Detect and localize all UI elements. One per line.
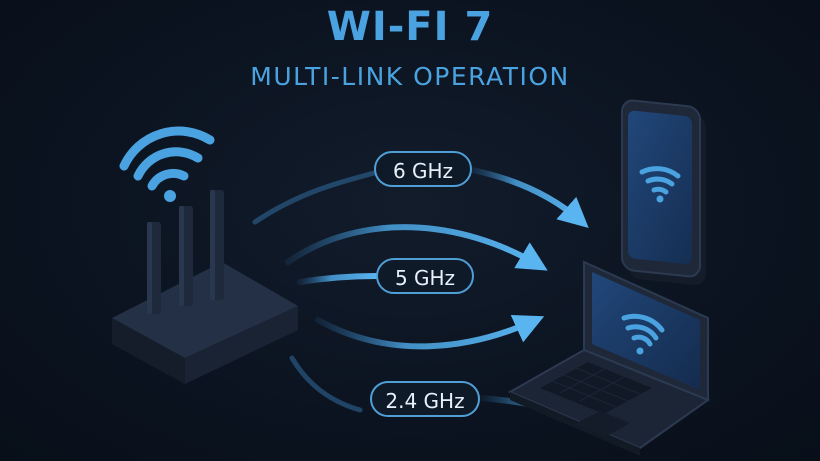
- wifi-icon: [119, 126, 215, 202]
- band-label-6ghz: 6 GHz: [374, 151, 472, 187]
- smartphone: [621, 99, 706, 286]
- page-title: WI-FI 7: [326, 4, 494, 50]
- arrow-upper-mid: [285, 224, 548, 271]
- router-side: [112, 306, 298, 384]
- wifi-icon: [639, 166, 681, 203]
- router: [112, 190, 298, 384]
- laptop: [507, 260, 711, 456]
- band-label-5ghz: 5 GHz: [376, 258, 474, 294]
- keyboard-grid: [551, 366, 641, 408]
- arrow-lower-mid: [315, 315, 545, 350]
- page-subtitle: MULTI-LINK OPERATION: [250, 62, 570, 91]
- arrow-6ghz: [469, 167, 589, 228]
- router-front: [185, 306, 298, 384]
- trackpad: [575, 411, 630, 437]
- router-top: [112, 262, 298, 358]
- band-label-2-4ghz: 2.4 GHz: [370, 381, 480, 417]
- router-antennas: [147, 190, 224, 314]
- arrow-5ghz-left: [297, 273, 379, 285]
- wifi-icon: [621, 313, 665, 355]
- signal-trails: [252, 169, 381, 413]
